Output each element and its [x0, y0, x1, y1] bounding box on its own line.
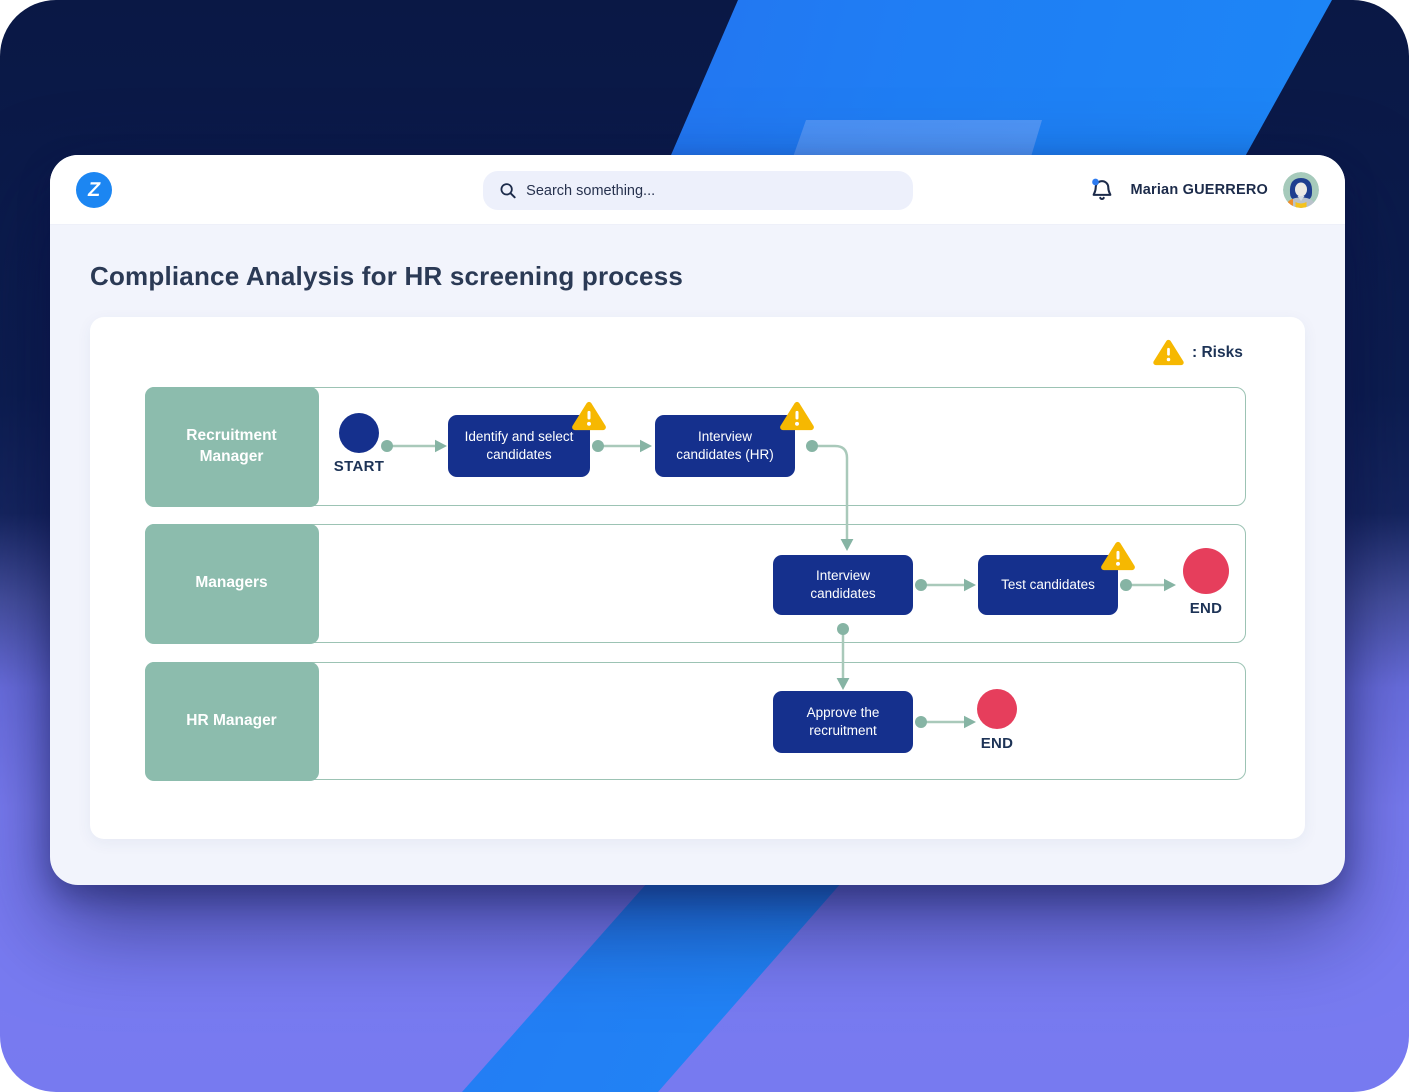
risk-badge-interview-hr — [780, 401, 814, 436]
lane-label-hr-manager: HR Manager — [144, 661, 319, 781]
node-interview-candidates[interactable]: Interview candidates — [773, 555, 913, 615]
swimlane-hr-manager: HR Manager — [144, 661, 1246, 781]
warning-triangle-icon — [572, 401, 606, 431]
node-interview-candidates-hr[interactable]: Interview candidates (HR) — [655, 415, 795, 477]
warning-triangle-icon — [1153, 339, 1184, 366]
start-label: START — [333, 458, 385, 475]
page-body: Compliance Analysis for HR screening pro… — [50, 225, 1345, 839]
user-name: Marian GUERRERO — [1130, 181, 1268, 198]
brand-logo-letter: Z — [85, 178, 103, 201]
lane-label-recruitment-manager: Recruitment Manager — [144, 386, 319, 507]
risk-badge-test-candidates — [1101, 541, 1135, 576]
search-bar[interactable] — [482, 171, 913, 210]
topbar-right-group: Marian GUERRERO — [1089, 171, 1319, 208]
end-label-hr: END — [980, 735, 1014, 752]
app-window: Z Marian GUERRERO — [50, 155, 1345, 885]
bell-icon — [1092, 178, 1112, 200]
avatar-illustration — [1283, 171, 1319, 208]
end-node-managers[interactable] — [1183, 548, 1229, 594]
risks-legend-label: : Risks — [1192, 343, 1243, 361]
notifications-button[interactable] — [1089, 177, 1115, 203]
warning-triangle-icon — [780, 401, 814, 431]
node-identify-select-candidates[interactable]: Identify and select candidates — [448, 415, 590, 477]
node-approve-recruitment[interactable]: Approve the recruitment — [773, 691, 913, 753]
topbar: Z Marian GUERRERO — [50, 155, 1345, 225]
page-title: Compliance Analysis for HR screening pro… — [90, 261, 684, 291]
avatar[interactable] — [1283, 171, 1319, 208]
lane-label-managers: Managers — [144, 523, 319, 644]
search-input[interactable] — [526, 182, 897, 199]
risk-badge-identify-select — [572, 401, 606, 436]
diagram-panel: : Risks Recruitment Manager Managers HR … — [90, 317, 1305, 839]
search-icon — [500, 183, 516, 199]
notification-dot — [1092, 178, 1100, 185]
risks-legend: : Risks — [1153, 339, 1243, 366]
brand-logo[interactable]: Z — [76, 171, 112, 208]
end-label-managers: END — [1189, 600, 1223, 617]
warning-triangle-icon — [1101, 541, 1135, 571]
end-node-hr[interactable] — [977, 689, 1017, 729]
start-node[interactable] — [339, 413, 379, 453]
node-test-candidates[interactable]: Test candidates — [978, 555, 1118, 615]
